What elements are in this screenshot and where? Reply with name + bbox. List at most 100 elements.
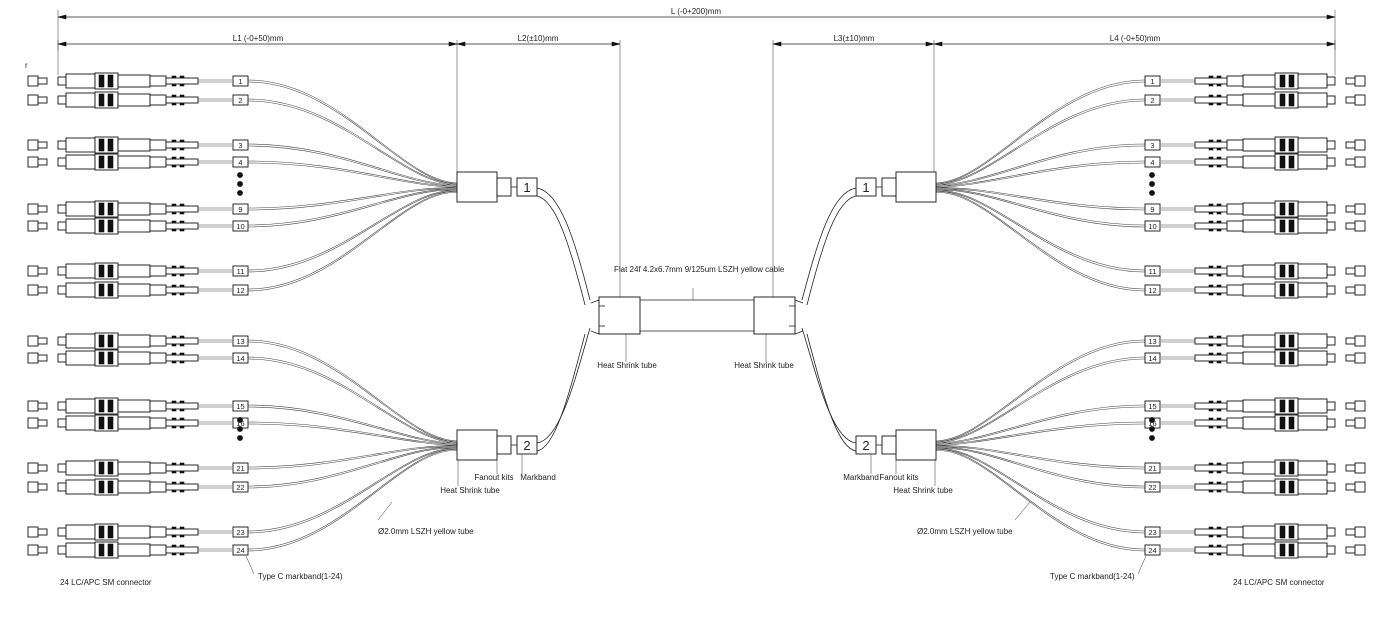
- fiber-line-right: [935, 145, 1195, 187]
- fiber-number-right-text: 23: [1148, 528, 1156, 537]
- fiber-number-left-text: 11: [237, 267, 245, 276]
- fiber-line-left: [198, 188, 458, 211]
- fiber-line-left: [198, 100, 458, 186]
- markband-2-left: 2: [523, 438, 530, 453]
- fiber-number-left-text: 12: [236, 286, 244, 295]
- right-lc-connector: [1194, 217, 1366, 235]
- typec-markband-right-label: Type C markband(1-24): [1050, 572, 1135, 581]
- fiber-number-right-text: 11: [1149, 267, 1157, 276]
- center-heat-shrink-right: [753, 296, 804, 335]
- right-lc-connector: [1194, 72, 1366, 90]
- corner-mark: r: [25, 61, 28, 70]
- fiber-line-right: [935, 339, 1195, 442]
- fiber-line-left: [198, 187, 458, 209]
- right-lc-connector: [1194, 541, 1366, 559]
- fiber-number-left-text: 10: [236, 222, 244, 231]
- fiber-number-left-text: 15: [236, 402, 244, 411]
- fiber-line-left: [198, 143, 458, 186]
- fiber-number-left: 9: [232, 203, 249, 215]
- connector-left-label: 24 LC/APC SM connector: [60, 578, 152, 587]
- fiber-line-right: [935, 406, 1195, 445]
- fanout-kit-top-right: [855, 171, 937, 203]
- left-lc-connector: [27, 217, 199, 235]
- left-lc-connector: [27, 262, 199, 280]
- fiber-line-right: [935, 341, 1195, 443]
- fiber-line-left: [198, 191, 458, 290]
- fiber-line-left: [198, 356, 458, 443]
- fiber-line-left: [198, 406, 458, 445]
- fiber-number-right-text: 22: [1148, 483, 1156, 492]
- fiber-line-right: [935, 423, 1195, 446]
- fiber-number-left-text: 16: [236, 419, 244, 428]
- fiber-number-left: 10: [232, 220, 249, 232]
- fiber-line-left: [198, 188, 458, 226]
- right-lc-connector: [1194, 91, 1366, 109]
- fiber-line-right: [935, 404, 1195, 444]
- markband-left-label: Markband: [520, 473, 556, 482]
- fiber-number-right-text: 2: [1150, 96, 1154, 105]
- tube-right-label: Ø2.0mm LSZH yellow tube: [917, 527, 1013, 536]
- fiber-line-left: [198, 447, 458, 489]
- fiber-number-right-text: 21: [1148, 464, 1156, 473]
- fiber-line-left: [198, 449, 458, 550]
- left-lc-connector: [27, 478, 199, 496]
- fiber-number-left-text: 13: [236, 337, 244, 346]
- fiber-line-left: [198, 450, 458, 552]
- fanout-kit-top-left: [456, 171, 538, 203]
- dimension-lines: L (-0+200)mm L1 (-0+50)mm L2(±10)mm L3(±…: [57, 7, 1336, 298]
- fiber-number-right: 10: [1144, 220, 1161, 232]
- fiber-number-left-text: 3: [238, 141, 242, 150]
- fiber-line-right: [935, 421, 1195, 445]
- fiber-line-right: [935, 190, 1195, 273]
- fiber-number-left: 2: [232, 94, 249, 106]
- right-lc-connector: [1194, 136, 1366, 154]
- fiber-line-right: [935, 449, 1195, 550]
- fiber-line-left: [198, 162, 458, 188]
- fiber-number-right-text: 3: [1150, 141, 1154, 150]
- fanout-kit-bottom-left: [456, 429, 538, 461]
- fiber-number-left-text: 24: [236, 546, 244, 555]
- fiber-number-right: 23: [1144, 526, 1161, 538]
- fiber-line-left: [198, 445, 458, 468]
- fanout-kits-right-label: Fanout kits: [879, 473, 918, 482]
- fiber-line-right: [935, 81, 1195, 185]
- left-lc-connector: [27, 541, 199, 559]
- fiber-number-right: 13: [1144, 335, 1161, 347]
- fiber-line-left: [198, 446, 458, 470]
- fiber-number-left: 4: [232, 156, 249, 168]
- fiber-line-right: [935, 192, 1195, 292]
- trunk-cables: [536, 187, 857, 452]
- ellipsis-dots: [237, 172, 1155, 441]
- fiber-number-left-text: 4: [238, 158, 242, 167]
- left-lc-connector: [27, 153, 199, 171]
- fiber-number-left: 1: [232, 75, 249, 87]
- fiber-number-right-text: 13: [1148, 337, 1156, 346]
- left-lc-connector: [27, 523, 199, 541]
- fiber-line-right: [935, 189, 1195, 228]
- fanout-kit-bottom-right: [855, 429, 937, 461]
- connector-group: [27, 72, 1366, 559]
- fiber-number-right-text: 10: [1148, 222, 1156, 231]
- fiber-number-right-text: 1: [1150, 77, 1154, 86]
- fiber-number-left: 21: [232, 462, 249, 474]
- fiber-line-left: [198, 404, 458, 444]
- fiber-line-left: [198, 447, 458, 532]
- left-lc-connector: [27, 332, 199, 350]
- fiber-number-left-text: 1: [238, 77, 242, 86]
- left-lc-connector: [27, 72, 199, 90]
- fanout-kits-left-label: Fanout kits: [474, 473, 513, 482]
- center-heat-shrink-left: [590, 296, 641, 335]
- right-lc-connector: [1194, 414, 1366, 432]
- overall-length-label: L (-0+200)mm: [671, 7, 722, 16]
- markband-2-right: 2: [862, 438, 869, 453]
- left-lc-connector: [27, 349, 199, 367]
- fiber-number-left: 12: [232, 284, 249, 296]
- fiber-line-right: [935, 188, 1195, 226]
- fiber-number-left: 14: [232, 352, 249, 364]
- fiber-line-right: [935, 356, 1195, 443]
- right-lc-connector: [1194, 523, 1366, 541]
- fiber-line-left: [198, 341, 458, 443]
- fiber-line-right: [935, 447, 1195, 532]
- fiber-line-right: [935, 446, 1195, 487]
